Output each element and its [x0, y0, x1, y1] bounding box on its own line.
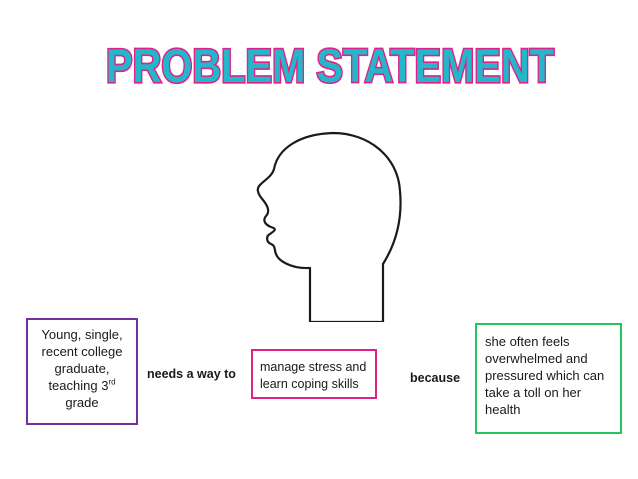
insight-line-3: pressured which can	[485, 367, 616, 384]
title-text: PROBLEM STATEMENT	[106, 39, 554, 92]
user-line-5: grade	[28, 394, 136, 411]
user-line-3: graduate,	[28, 360, 136, 377]
user-line-2: recent college	[28, 343, 136, 360]
need-box: manage stress and learn coping skills	[251, 349, 377, 399]
need-line-2: learn coping skills	[260, 376, 369, 393]
user-line-1: Young, single,	[28, 326, 136, 343]
insight-line-5: health	[485, 401, 616, 418]
insight-box: she often feels overwhelmed and pressure…	[475, 323, 622, 434]
title-graphic: PROBLEM STATEMENT	[100, 36, 560, 96]
user-description-box: Young, single, recent college graduate, …	[26, 318, 138, 425]
insight-line-2: overwhelmed and	[485, 350, 616, 367]
user-line-4: teaching 3rd	[28, 377, 136, 394]
need-line-1: manage stress and	[260, 359, 369, 376]
insight-line-1: she often feels	[485, 333, 616, 350]
user-line-4-text: teaching 3	[48, 378, 108, 393]
connector-needs: needs a way to	[147, 367, 236, 381]
page-title: PROBLEM STATEMENT	[100, 36, 560, 96]
connector-because: because	[410, 371, 460, 385]
insight-line-4: take a toll on her	[485, 384, 616, 401]
ordinal-suffix: rd	[108, 378, 115, 387]
head-silhouette-icon	[238, 126, 408, 322]
